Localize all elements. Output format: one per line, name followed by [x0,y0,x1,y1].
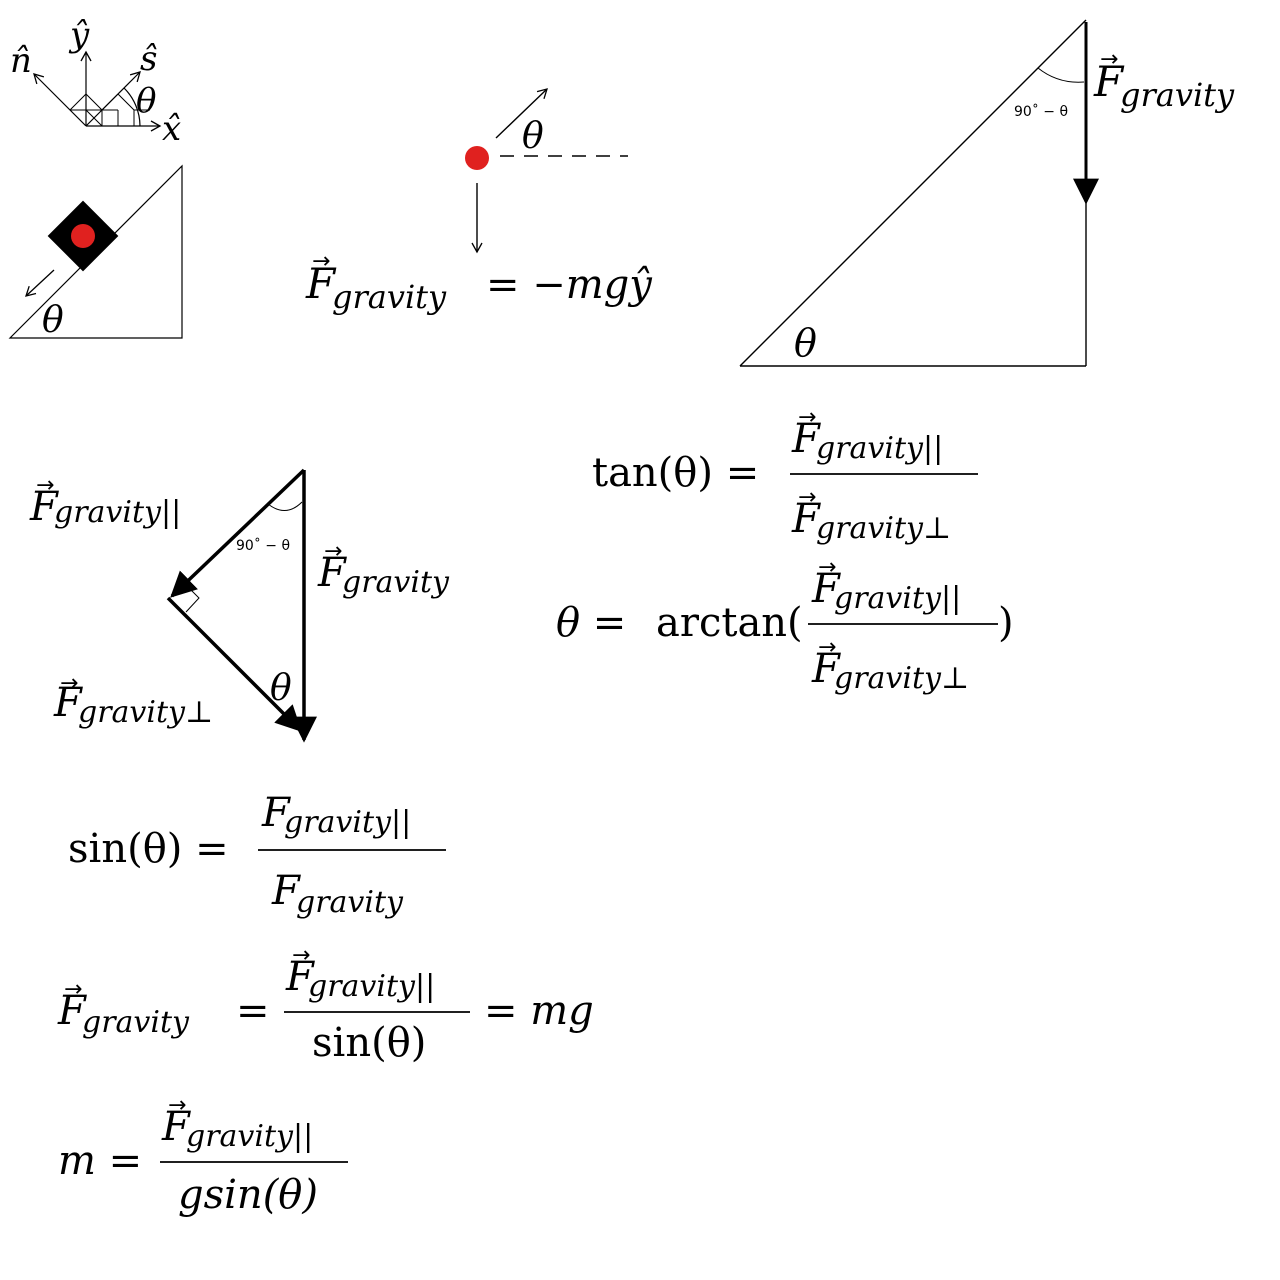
m-lhs: m = [58,1138,142,1184]
axes-construction-lines [69,93,150,127]
block-ball [71,224,95,248]
particle-diagram: θ → F gravity = −mgŷ [305,88,653,316]
right-angle-mark [183,582,200,613]
vector-arrow-accent: → [292,943,310,968]
tan-lhs: tan(θ) = [592,450,759,496]
hypotenuse [739,19,1087,367]
coordinate-axes [33,50,162,132]
force-symbol: F [1093,57,1125,106]
gravity-parallel-subscript: gravity|| [54,495,181,530]
vector-arrow-accent: → [60,671,78,696]
arctan-function: arctan( [656,600,803,646]
slide-direction-arrow [25,269,55,297]
n-axis-arrow [33,73,87,127]
top-angle-label: 90˚ − θ [236,537,290,554]
gravity-subscript: gravity [332,278,447,316]
gravity-perp-vector [166,596,302,732]
theta-direction-arrow [495,88,548,139]
force-symbol: F [261,790,291,836]
gravity-subscript: gravity [342,565,450,600]
decomposition-diagram: 90˚ − θ θ → F gravity|| → F gravity → F … [29,468,450,743]
eq-mg: = mg [484,988,594,1034]
base-theta-label: θ [794,321,817,365]
gravity-parallel-subscript: gravity|| [834,581,961,616]
eq-minus-mg-y: = −mgŷ [486,262,653,308]
force-symbol: F [811,646,841,692]
particle-theta-label: θ [522,116,544,157]
force-symbol: F [53,680,83,726]
gravity-subscript: gravity [296,885,404,920]
equation-tan: tan(θ) = → F gravity|| → F gravity⊥ [592,405,978,546]
vector-arrow-accent: → [324,539,342,564]
vector-arrow-accent: → [312,249,330,274]
axes-theta-label: θ [136,81,156,121]
x-hat-label: x̂ [162,109,181,149]
large-triangle-diagram: 90˚ − θ θ → F gravity [739,19,1235,367]
n-hat-label: n̂ [10,41,32,81]
particle-ball [465,146,489,170]
top-angle-label: 90˚ − θ [1014,103,1068,120]
gravity-subscript: gravity [1120,76,1235,114]
theta-angle-arc [123,87,141,127]
bottom-theta-label: θ [270,668,292,709]
equation-mass: m = → F gravity|| gsin(θ) [58,1093,348,1218]
force-symbol: F [317,550,347,596]
equation-fgravity: → F gravity = → F gravity|| sin(θ) = mg [57,943,594,1066]
sin-theta-denominator: sin(θ) [312,1020,426,1066]
vector-arrow-accent: → [168,1093,186,1118]
top-angle-arc [267,501,303,511]
gravity-parallel-subscript: gravity|| [308,969,435,1004]
vector-arrow-accent: → [36,473,54,498]
gravity-parallel-subscript: gravity|| [816,431,943,466]
top-angle-arc [1037,67,1085,83]
gravity-parallel-subscript: gravity|| [284,805,411,840]
y-hat-label: ŷ [68,15,90,55]
g-sin-theta-denominator: gsin(θ) [178,1172,318,1218]
force-symbol: F [57,988,87,1034]
vector-arrow-accent: → [1100,47,1118,72]
equals-sign: = [236,988,270,1034]
force-symbol: F [791,416,821,462]
force-symbol: F [791,496,821,542]
vector-arrow-accent: → [798,485,816,510]
vector-arrow-accent: → [818,555,836,580]
gravity-parallel-vector [170,468,306,598]
force-symbol: F [161,1104,191,1150]
equation-sin: sin(θ) = F gravity|| F gravity [68,790,446,920]
gravity-perp-subscript: gravity⊥ [78,695,213,730]
gravity-perp-subscript: gravity⊥ [834,661,969,696]
force-symbol: F [29,484,59,530]
equation-arctan: θ = arctan( → F gravity|| → F gravity⊥ ) [556,555,1014,696]
gravity-subscript: gravity [82,1005,190,1040]
closing-paren: ) [998,600,1014,646]
incline-diagram: θ [8,164,183,341]
vector-arrow-accent: → [798,405,816,430]
force-symbol: F [811,566,841,612]
gravity-perp-subscript: gravity⊥ [816,511,951,546]
vector-arrow-accent: → [818,635,836,660]
theta-lhs: θ = [556,600,626,646]
force-symbol: F [285,954,315,1000]
sin-lhs: sin(θ) = [68,826,229,872]
gravity-parallel-subscript: gravity|| [186,1119,313,1154]
s-hat-label: ŝ [140,39,157,79]
force-symbol: F [271,868,301,914]
force-symbol: F [305,259,337,308]
incline-theta-label: θ [42,300,64,341]
vector-arrow-accent: → [64,977,82,1002]
